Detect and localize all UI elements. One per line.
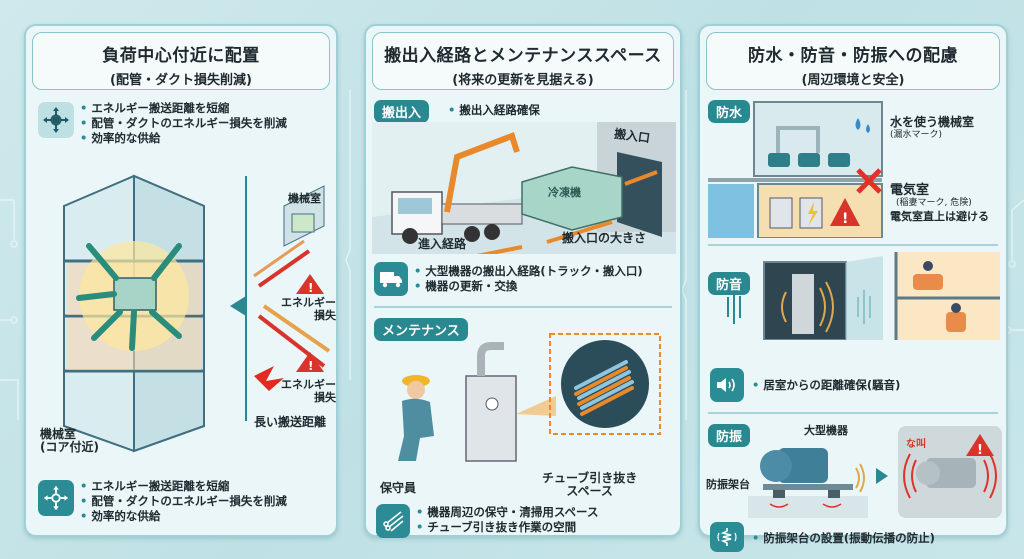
panel-waterproof-soundproof-vibration: 防水・防音・防振への配慮 (周辺環境と安全) ! 防水 水を使う機械室(漏水マー… bbox=[698, 24, 1008, 552]
cross-icon bbox=[856, 168, 882, 194]
soundproof-illustration bbox=[727, 252, 1000, 340]
truck-icon bbox=[374, 262, 408, 296]
bullet-item: 配管・ダクトのエネルギー損失を削減 bbox=[80, 116, 287, 131]
bullet-item: エネルギー搬送距離を短縮 bbox=[80, 101, 287, 116]
soundproof-bullet-list: 居室からの距離確保(騒音) bbox=[752, 378, 900, 393]
tag-vibration: 防振 bbox=[708, 424, 751, 447]
label-opening-size: 搬入口の大きさ bbox=[562, 231, 647, 245]
svg-text:!: ! bbox=[308, 281, 313, 295]
label-worker: 保守員 bbox=[380, 481, 417, 495]
warning-icon: ! bbox=[296, 274, 324, 295]
panel-title: 搬出入経路とメンテナンススペース bbox=[384, 46, 662, 66]
panel-load-center: 負荷中心付近に配置 (配管・ダクト損失削減) エネルギー搬送距離を短縮 配管・ダ… bbox=[24, 24, 338, 537]
tag-maintenance: メンテナンス bbox=[374, 318, 468, 341]
label-route: 進入経路 bbox=[418, 237, 467, 251]
waterproof-illustration: ! bbox=[708, 101, 883, 238]
bullet-item: 防振架台の設置(振動伝播の防止) bbox=[752, 531, 935, 546]
panel-delivery-maintenance: 搬出入経路とメンテナンススペース (将来の更新を見据える) 搬出入 搬出入経路確… bbox=[364, 24, 682, 538]
warning-icon: ! bbox=[830, 198, 860, 227]
lightning-icon bbox=[808, 202, 818, 226]
bullet-item: エネルギー搬送距離を短縮 bbox=[80, 479, 287, 494]
tube-detail-frame bbox=[549, 333, 661, 435]
bullet-item: 大型機器の搬出入経路(トラック・搬入口) bbox=[414, 264, 642, 279]
worker bbox=[398, 375, 434, 461]
tag-soundproof: 防音 bbox=[708, 272, 751, 295]
section-divider bbox=[708, 412, 998, 414]
maintenance-bullet-list: 機器周辺の保守・清掃用スペース チューブ引き抜き作業の空間 bbox=[416, 505, 598, 535]
label-electric-room: 電気室 (稲妻マーク, 危険) 電気室直上は避ける bbox=[890, 183, 989, 223]
bottom-bullet-list: エネルギー搬送距離を短縮 配管・ダクトのエネルギー損失を削減 効率的な供給 bbox=[80, 479, 287, 524]
svg-text:!: ! bbox=[308, 359, 313, 373]
label-water-room: 水を使う機械室(漏水マーク) bbox=[890, 115, 975, 141]
label-mount: 防振架台 bbox=[706, 478, 750, 491]
bullet-item: 効率的な供給 bbox=[80, 509, 287, 524]
bullet-item: 配管・ダクトのエネルギー損失を削減 bbox=[80, 494, 287, 509]
section-divider bbox=[708, 244, 998, 246]
water-drop-icon bbox=[855, 118, 870, 133]
label-long-distance: 長い搬送距離 bbox=[254, 415, 327, 429]
tubes-icon bbox=[376, 504, 410, 538]
vibration-illustration: ! bbox=[748, 426, 1002, 518]
truck-delivery-illustration bbox=[372, 122, 676, 254]
equipment-unit bbox=[465, 342, 517, 462]
panel-subtitle: (周辺環境と安全) bbox=[801, 73, 905, 88]
label-equipment: 冷凍機 bbox=[548, 186, 581, 199]
panel-header: 防水・防音・防振への配慮 (周辺環境と安全) bbox=[706, 32, 1000, 90]
panel-header: 負荷中心付近に配置 (配管・ダクト損失削減) bbox=[32, 32, 330, 90]
panel-subtitle: (将来の更新を見据える) bbox=[452, 73, 594, 88]
distribute-arrows-icon bbox=[38, 102, 74, 138]
pump-motor bbox=[778, 448, 828, 483]
bullet-item: 機器周辺の保守・清掃用スペース bbox=[416, 505, 598, 520]
svg-text:!: ! bbox=[977, 443, 983, 458]
label-energy-loss-1: エネルギー損失 bbox=[281, 296, 336, 322]
bullet-item: 効率的な供給 bbox=[80, 131, 287, 146]
tag-delivery: 搬出入 bbox=[374, 100, 430, 123]
bullet-item: 機器の更新・交換 bbox=[414, 279, 643, 294]
label-machine-room-core: 機械室(コア付近) bbox=[40, 427, 99, 454]
label-large-equipment: 大型機器 bbox=[804, 424, 848, 437]
warning-icon: ! bbox=[966, 434, 994, 458]
label-tube-space: チューブ引き抜きスペース bbox=[542, 471, 638, 498]
top-bullet-list: エネルギー搬送距離を短縮 配管・ダクトのエネルギー損失を削減 効率的な供給 bbox=[80, 101, 287, 146]
warning-icon: ! bbox=[296, 352, 324, 373]
delivery-bullet-list: 大型機器の搬出入経路(トラック・搬入口) 機器の更新・交換 bbox=[414, 264, 643, 294]
label-bad-example: な叫 bbox=[906, 439, 926, 450]
bullet-item: 居室からの距離確保(騒音) bbox=[752, 378, 900, 393]
tag-waterproof: 防水 bbox=[708, 100, 751, 123]
delivery-heading-bullet: 搬出入経路確保 bbox=[448, 103, 540, 118]
refrigerator-unit bbox=[521, 166, 623, 231]
svg-text:!: ! bbox=[842, 211, 848, 227]
label-energy-loss-2: エネルギー損失 bbox=[281, 378, 336, 404]
panel-subtitle: (配管・ダクト損失削減) bbox=[110, 73, 252, 88]
panel-header: 搬出入経路とメンテナンススペース (将来の更新を見据える) bbox=[372, 32, 674, 90]
maintenance-illustration bbox=[398, 333, 661, 462]
label-machine-room-far: 機械室 bbox=[288, 192, 321, 205]
speaker-icon bbox=[710, 368, 744, 402]
building-cutaway-illustration: ! ! bbox=[63, 174, 331, 453]
vibration-bullet-list: 防振架台の設置(振動伝播の防止) bbox=[752, 531, 935, 546]
spring-vibration-icon bbox=[710, 522, 744, 552]
truck bbox=[391, 132, 523, 244]
section-divider bbox=[374, 306, 672, 308]
panel-title: 負荷中心付近に配置 bbox=[102, 46, 260, 66]
bullet-item: チューブ引き抜き作業の空間 bbox=[416, 520, 598, 535]
central-machine-unit bbox=[113, 277, 157, 311]
panel-title: 防水・防音・防振への配慮 bbox=[748, 46, 958, 66]
distribute-arrows-icon bbox=[38, 480, 74, 516]
